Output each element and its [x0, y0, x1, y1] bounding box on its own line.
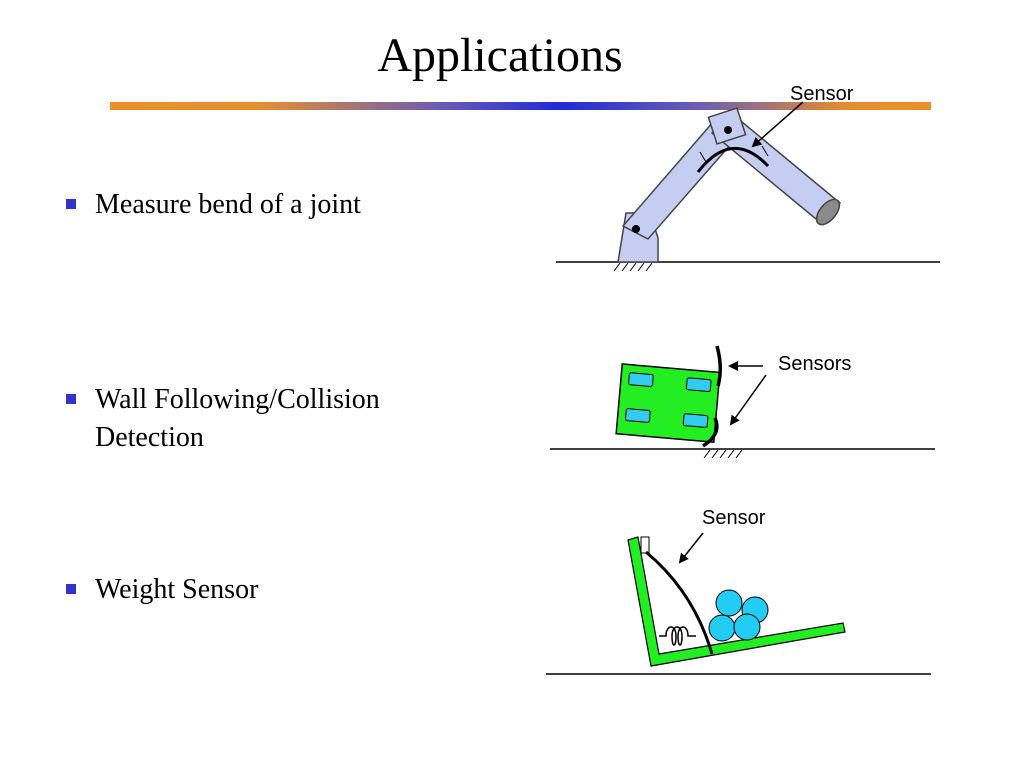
title-divider: [110, 102, 931, 110]
weight-sensor-label: Sensor: [702, 507, 766, 529]
sensor-box: [640, 536, 650, 554]
bullet-item: Measure bend of a joint: [66, 186, 455, 224]
bullet-square-icon: [66, 199, 76, 209]
weight-ball: [708, 614, 736, 642]
joint-bend-sensor: [696, 147, 770, 173]
joint-pivot-pin: [724, 126, 732, 134]
bullet-text: Measure bend of a joint: [95, 189, 361, 220]
wall-sensors-label: Sensors: [778, 353, 851, 375]
bullet-item: Wall Following/Collision Detection: [66, 381, 455, 457]
weight-ball: [715, 589, 743, 617]
joint-sensor-label: Sensor: [790, 83, 854, 105]
robot-wheel: [685, 377, 712, 393]
bullet-text: Weight Sensor: [95, 574, 259, 605]
robot-wheel: [624, 408, 651, 423]
weight-diagram: Sensor: [546, 507, 931, 675]
spring-icon: [659, 626, 696, 646]
ground-hatch: [703, 449, 743, 459]
robot-wheel: [682, 413, 709, 428]
bullet-text: Wall Following/Collision Detection: [95, 384, 380, 453]
weight-ball: [733, 613, 761, 641]
bullet-item: Weight Sensor: [66, 571, 455, 609]
joint-diagram: Sensor: [556, 83, 940, 272]
arm-end-cap: [815, 198, 841, 226]
robot-wheel: [628, 372, 654, 387]
wall-diagram: Sensors: [550, 345, 935, 459]
sensor-arrow: [751, 101, 804, 148]
weighing-tray: [627, 536, 846, 667]
slide-title: Applications: [377, 29, 623, 82]
joint-housing: [707, 107, 747, 145]
base-pivot-pin: [632, 225, 640, 233]
weight-bend-sensor: [645, 550, 714, 655]
ground-hatch: [613, 262, 653, 272]
bullet-square-icon: [66, 394, 76, 404]
bottom-whisker-sensor: [702, 417, 719, 448]
top-whisker-sensor: [715, 345, 722, 387]
robot-body: [615, 363, 721, 444]
bullet-square-icon: [66, 584, 76, 594]
